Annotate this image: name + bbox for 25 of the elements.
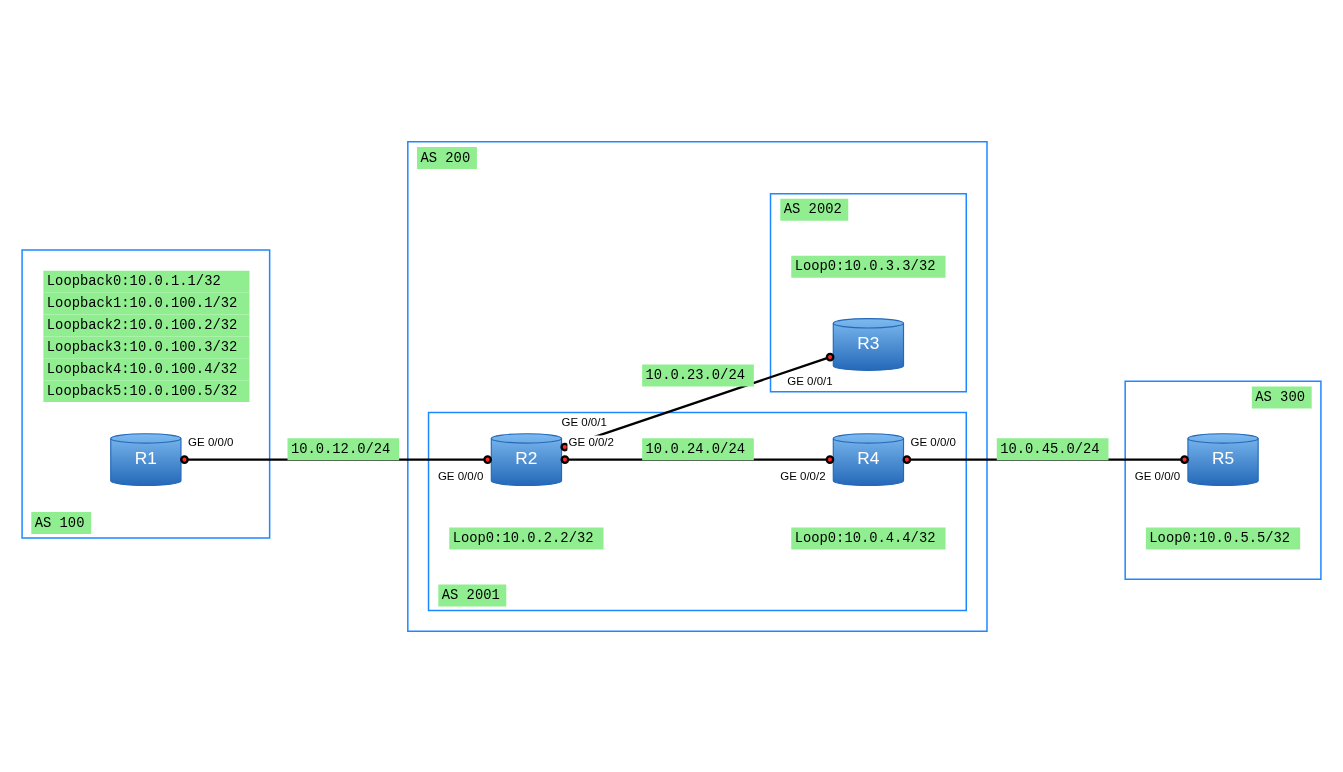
connector	[902, 454, 1189, 464]
node-label: Loop0:10.0.5.5/32	[1149, 530, 1291, 546]
node-label: Loopback1:10.0.100.1/32	[46, 295, 238, 311]
node-label: Loopback2:10.0.100.2/32	[46, 317, 238, 333]
edge-label: 10.0.24.0/24	[645, 441, 745, 457]
node-label: Loop0:10.0.4.4/32	[794, 530, 936, 546]
node-label: GE 0/0/2	[568, 435, 614, 448]
node-label: GE 0/0/1	[787, 374, 833, 387]
node-label: Loop0:10.0.2.2/32	[452, 530, 594, 546]
node-label: Loop0:10.0.3.3/32	[794, 258, 936, 274]
node-label: Loopback4:10.0.100.4/32	[46, 361, 238, 377]
node-label: Loopback0:10.0.1.1/32	[46, 273, 221, 289]
connector	[180, 454, 492, 464]
node-label: GE 0/0/0	[910, 435, 956, 448]
node-label: GE 0/0/0	[1134, 469, 1181, 482]
node-label: GE 0/0/0	[437, 469, 484, 482]
edge-label: 10.0.12.0/24	[290, 441, 391, 457]
node-label: Loopback5:10.0.100.5/32	[46, 383, 238, 399]
node-label: GE 0/0/1	[561, 415, 607, 428]
edge-label: 10.0.23.0/24	[645, 367, 745, 383]
connector	[560, 454, 835, 464]
node-label: GE 0/0/0	[188, 435, 234, 448]
node-label: GE 0/0/2	[780, 469, 826, 482]
edge-label: 10.0.45.0/24	[1000, 441, 1100, 457]
node-label: Loopback3:10.0.100.3/32	[46, 339, 238, 355]
